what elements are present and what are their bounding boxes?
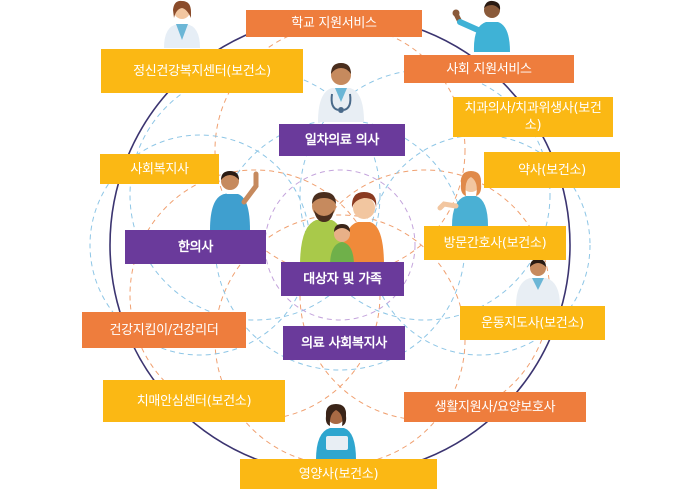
label-care-worker: 생활지원사/요양보호사 [404, 392, 586, 422]
label-dementia-center: 치매안심센터(보건소) [103, 380, 285, 422]
label-school-support: 학교 지원서비스 [246, 10, 422, 37]
label-dietitian: 영양사(보건소) [240, 459, 437, 489]
family-icon [300, 192, 384, 266]
doctor-woman-icon [164, 0, 200, 48]
label-social-support: 사회 지원서비스 [404, 55, 574, 83]
label-pharmacist: 약사(보건소) [484, 152, 620, 188]
label-primary-doctor: 일차의료 의사 [279, 124, 405, 156]
label-medical-social-worker: 의료 사회복지사 [283, 326, 405, 360]
label-health-leader: 건강지킴이/건강리더 [82, 312, 246, 348]
label-mental-health-center: 정신건강복지센터(보건소) [101, 49, 303, 93]
doctor-man-icon [318, 63, 364, 122]
doctor-man-right-icon [516, 259, 560, 306]
label-visiting-nurse: 방문간호사(보건소) [424, 226, 566, 260]
label-dentist: 치과의사/치과위생사(보건소) [453, 97, 613, 137]
label-korean-doctor: 한의사 [125, 230, 266, 264]
label-social-worker: 사회복지사 [100, 154, 219, 184]
man-waving-icon [452, 0, 510, 52]
label-family: 대상자 및 가족 [281, 262, 404, 296]
woman-tablet-icon [316, 404, 356, 460]
label-exercise-instructor: 운동지도사(보건소) [460, 306, 605, 340]
man-pointing-icon [210, 171, 259, 230]
woman-pointing-icon [437, 171, 488, 226]
